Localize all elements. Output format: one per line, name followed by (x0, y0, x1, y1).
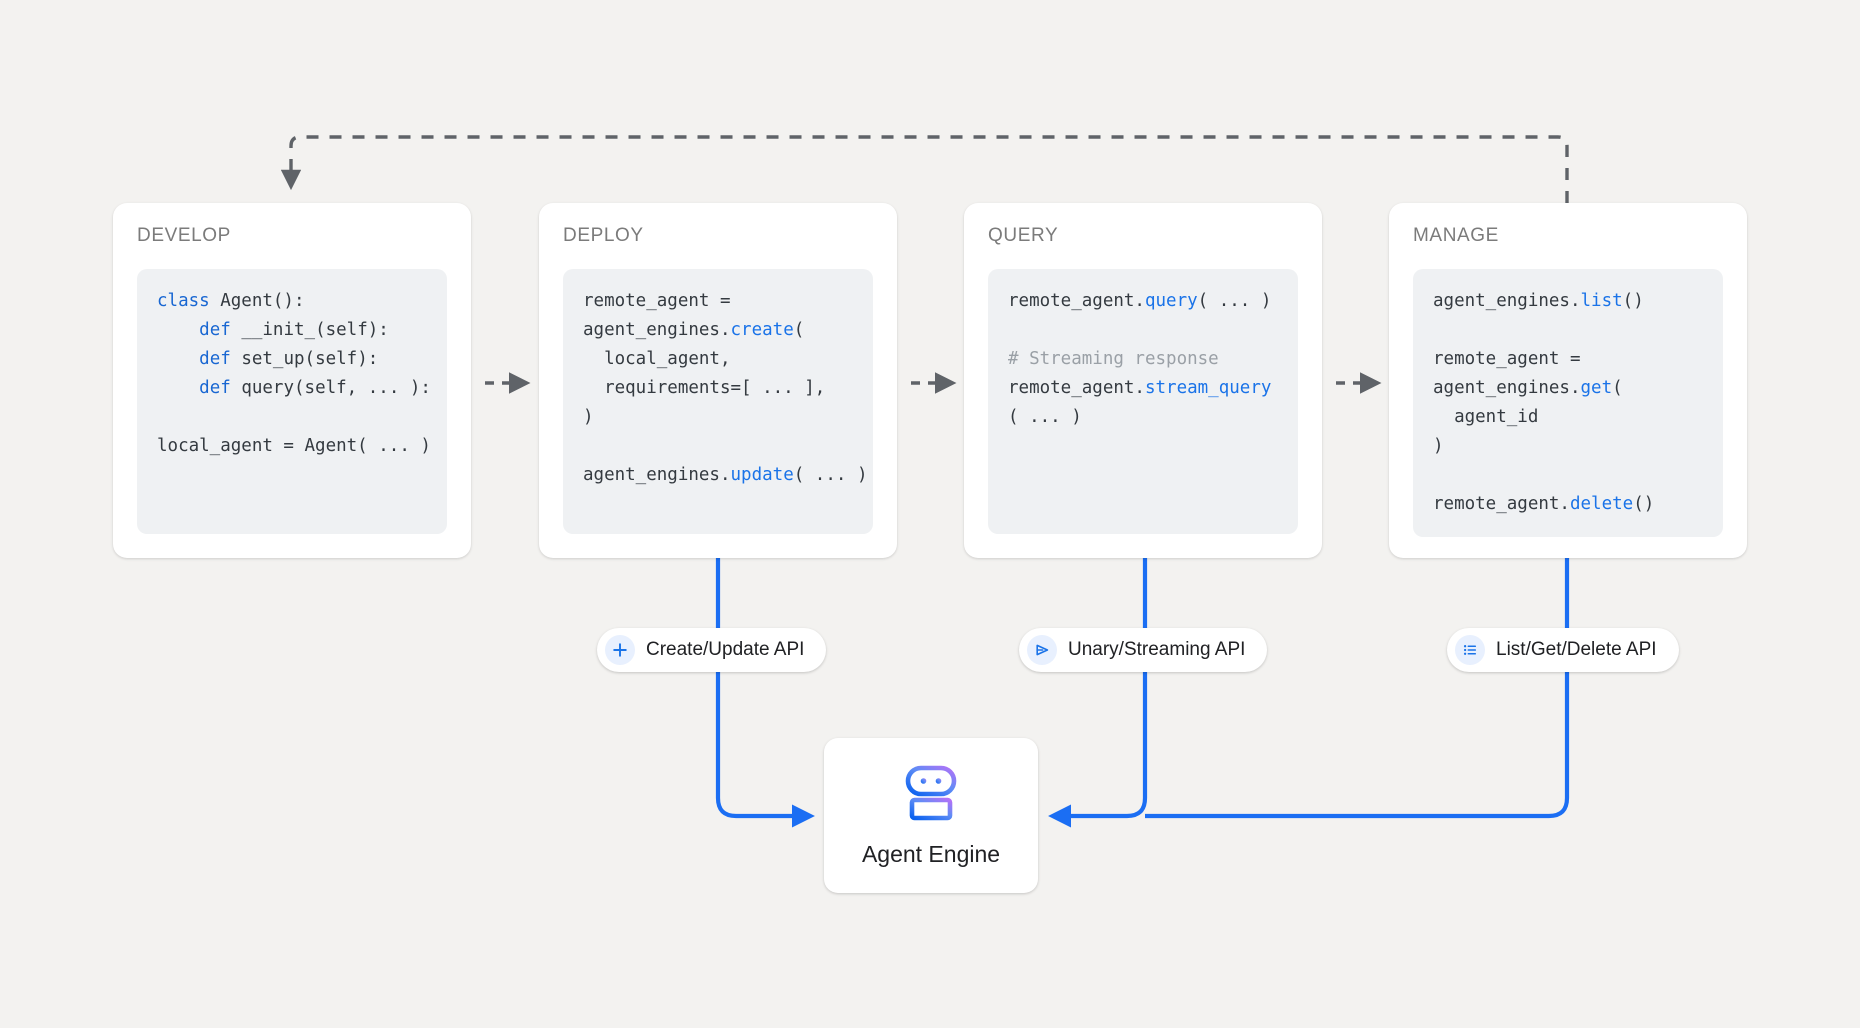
wire-query-to-engine (1048, 558, 1148, 828)
list-icon (1455, 635, 1485, 665)
stage-card-manage: MANAGE agent_engines.list() remote_agent… (1389, 203, 1747, 558)
agent-engine-label: Agent Engine (861, 840, 1001, 867)
wire-manage-to-engine (1145, 558, 1570, 819)
stage-card-deploy: DEPLOY remote_agent = agent_engines.crea… (539, 203, 897, 558)
stage-title-deploy: DEPLOY (563, 225, 644, 246)
stage-title-develop: DEVELOP (137, 225, 231, 246)
stage-card-develop: DEVELOP class Agent(): def __init_(self)… (113, 203, 471, 558)
stage-title-query: QUERY (988, 225, 1059, 246)
api-pill-create-update[interactable]: Create/Update API (597, 628, 827, 672)
wire-deploy-to-engine (715, 558, 815, 828)
send-icon (1027, 635, 1057, 665)
feedback-loop-arrow (280, 135, 1569, 203)
agent-engine-node[interactable]: Agent Engine (824, 738, 1038, 893)
robot-icon (901, 764, 961, 827)
stage-title-manage: MANAGE (1413, 225, 1499, 246)
api-pill-label: Create/Update API (646, 639, 805, 660)
code-block-manage: agent_engines.list() remote_agent = agen… (1413, 269, 1723, 537)
code-block-develop: class Agent(): def __init_(self): def se… (137, 269, 447, 534)
code-block-deploy: remote_agent = agent_engines.create( loc… (563, 269, 873, 534)
plus-icon (605, 635, 635, 665)
api-pill-unary-streaming[interactable]: Unary/Streaming API (1019, 628, 1268, 672)
api-pill-list-get-delete[interactable]: List/Get/Delete API (1447, 628, 1679, 672)
api-pill-label: List/Get/Delete API (1496, 639, 1657, 660)
api-pill-label: Unary/Streaming API (1068, 639, 1246, 660)
code-block-query: remote_agent.query( ... ) # Streaming re… (988, 269, 1298, 534)
stage-card-query: QUERY remote_agent.query( ... ) # Stream… (964, 203, 1322, 558)
